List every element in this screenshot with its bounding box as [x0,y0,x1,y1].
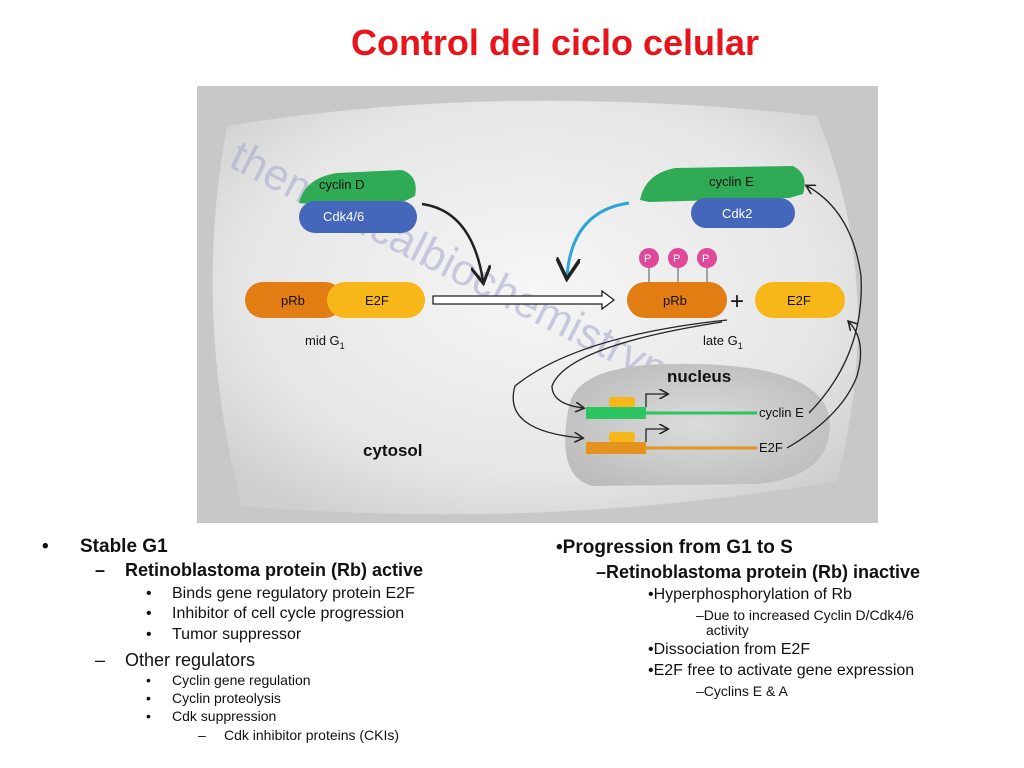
left-item-proteolysis: • Cyclin proteolysis [146,690,281,706]
left-bullet-level2b: –Other regulators [95,650,255,671]
rb-inactive-heading: –Retinoblastoma protein (Rb) inactive [596,562,921,582]
phosphate-1 [639,248,659,268]
stable-g1-heading: Stable G1 [80,536,168,557]
left-item-cyclin-gene: • Cyclin gene regulation [146,672,311,688]
late-g1-sub: 1 [738,341,743,351]
phosphate-label-1: P [644,253,651,265]
cdk-suppression-text: Cdk suppression [172,708,277,724]
diagram-canvas: themedicalbiochemistrypage.org nucleus c… [197,86,878,523]
gene-e2f-label: E2F [759,440,783,455]
cdk2-shape [691,198,795,228]
double-arrow [432,289,616,311]
curved-arrow-black [421,202,483,281]
prb-shape-mid [245,282,343,318]
phosphate-2 [668,248,688,268]
prb-label-mid: pRb [281,293,305,308]
hyperphosphorylation-text: •Hyperphosphorylation of Rb [648,586,852,603]
other-regulators-heading: Other regulators [125,650,256,670]
cdk46-label: Cdk4/6 [323,209,364,224]
cyclin-e-feedback-arrow [807,186,862,414]
promoter-arrow-2 [645,429,667,442]
inhibitor-text: Inhibitor of cell cycle progression [172,605,405,622]
left-item-binds-e2f: • Binds gene regulatory protein E2F [146,585,415,603]
e2f-free-text: •E2F free to activate gene expression [648,662,915,679]
e2f-to-e2f-gene-arrow [512,319,728,438]
e2f-bound-1 [609,397,635,407]
nucleus-shape [565,363,830,486]
prb-shape-late [627,282,727,318]
e2f-label-free: E2F [787,293,811,308]
mid-g1-text: mid G [305,333,340,348]
dash-marker: – [95,650,106,670]
activity-text: activity [706,622,749,638]
gene-cyclin-e-label: cyclin E [759,405,804,420]
cell-cycle-diagram: themedicalbiochemistrypage.org nucleus c… [197,86,878,523]
bullet-marker: • [146,672,151,688]
curved-arrow-blue [567,201,630,276]
e2f-gene-block [586,442,646,454]
left-item-ckis: – Cdk inhibitor proteins (CKIs) [198,727,399,743]
left-bullet-level1: • Stable G1 [42,536,168,558]
cyclin-d-label: cyclin D [319,177,365,192]
bullet-marker: • [146,585,152,602]
tumor-suppressor-text: Tumor suppressor [172,626,302,643]
mid-g1-label: mid G1 [305,333,345,351]
bullet-marker: • [146,626,152,643]
cdk2-label: Cdk2 [722,206,752,221]
e2f-to-cyclin-e-gene-arrow [551,321,723,408]
rb-active-heading: Retinoblastoma protein (Rb) active [125,560,424,580]
cyclins-e-a-text: –Cyclins E & A [696,683,788,699]
prb-label-late: pRb [663,293,687,308]
slide-title: Control del ciclo celular [350,22,760,63]
e2f-shape-mid [327,282,425,318]
phosphate-3 [697,248,717,268]
phosphate-label-2: P [673,253,680,265]
left-bullet-level2a: –Retinoblastoma protein (Rb) active [95,560,423,581]
cyclin-e-shape [640,166,805,202]
late-g1-text: late G [703,333,738,348]
phosphate-label-3: P [702,253,709,265]
cyclin-gene-text: Cyclin gene regulation [172,672,311,688]
e2f-shape-free [755,282,845,318]
cdk46-shape [299,201,417,233]
dash-marker: – [198,727,206,743]
e2f-bound-2 [609,432,635,442]
left-item-cdk-suppression: • Cdk suppression [146,708,276,724]
proteolysis-text: Cyclin proteolysis [172,690,281,706]
bullet-marker: • [146,690,151,706]
mid-g1-sub: 1 [340,341,345,351]
ckis-text: Cdk inhibitor proteins (CKIs) [224,727,400,743]
cyclin-e-label: cyclin E [709,174,754,189]
dash-marker: – [95,560,106,580]
e2f-feedback-arrow [786,322,862,449]
left-item-tumor: • Tumor suppressor [146,626,301,644]
dissociation-text: •Dissociation from E2F [648,641,811,658]
binds-e2f-text: Binds gene regulatory protein E2F [172,585,415,602]
left-item-inhibitor: • Inhibitor of cell cycle progression [146,605,404,623]
bullet-marker: • [42,536,49,557]
cyclin-d-shape [299,170,416,204]
promoter-arrow-1 [645,394,667,407]
plus-sign: + [730,288,744,315]
e2f-label-mid: E2F [365,293,389,308]
bullet-marker: • [146,605,152,622]
progression-heading: •Progression from G1 to S [556,537,793,558]
due-to-cyclin-text: –Due to increased Cyclin D/Cdk4/6 [696,607,914,623]
nucleus-label: nucleus [667,367,731,386]
bullet-marker: • [146,708,151,724]
cytosol-label: cytosol [363,441,423,460]
late-g1-label: late G1 [703,333,743,351]
cyclin-e-gene-block [586,407,646,419]
